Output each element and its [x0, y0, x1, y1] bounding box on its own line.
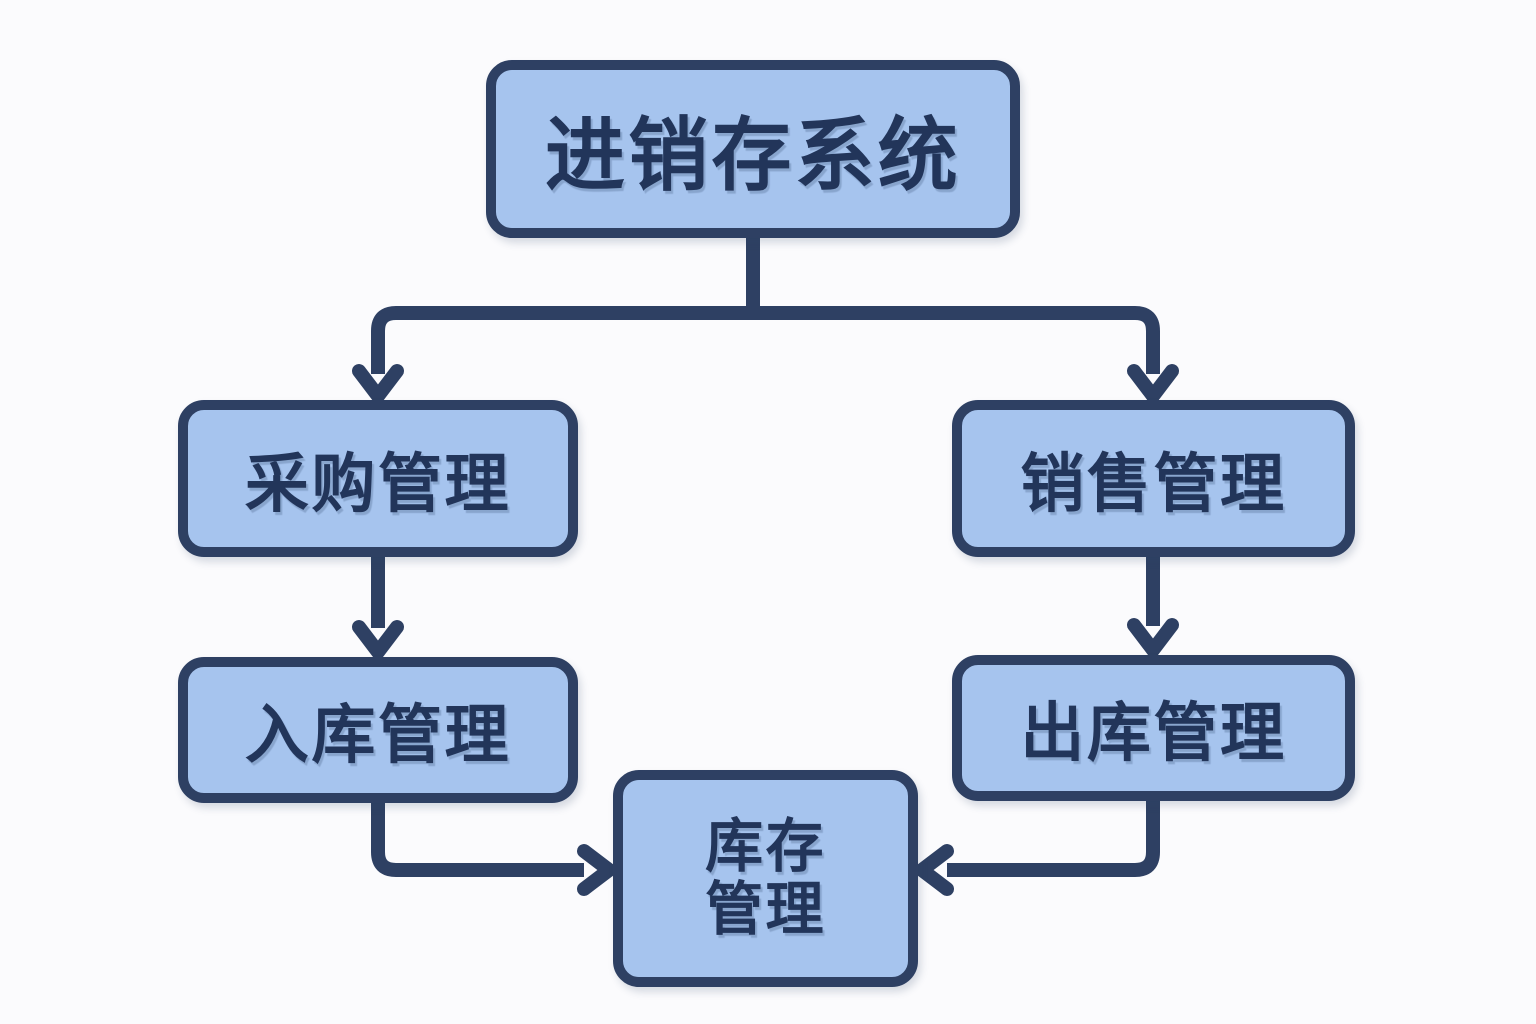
- arrowhead-right-icon: [577, 844, 616, 896]
- arrowhead-down-icon: [1127, 618, 1179, 657]
- arrowhead-down-icon: [352, 364, 404, 403]
- edge-root-split-bar: [371, 306, 1160, 374]
- node-root-label: 进销存系统: [545, 111, 961, 200]
- node-inventory-label-line1: 库存: [705, 813, 826, 879]
- arrowhead-left-icon: [915, 844, 954, 896]
- node-root-system: 进销存系统: [486, 60, 1020, 238]
- node-sales-label: 销售管理: [1020, 447, 1287, 520]
- arrowhead-down-icon: [1127, 364, 1179, 403]
- node-inventory-management: 库存 管理: [613, 770, 918, 987]
- edge-inbound-inventory: [371, 799, 584, 877]
- node-inventory-label-line2: 管理: [705, 876, 826, 942]
- node-outbound-label: 出库管理: [1020, 697, 1287, 769]
- node-purchase-label: 采购管理: [244, 447, 512, 520]
- node-inbound-management: 入库管理: [178, 657, 578, 803]
- edge-outbound-inventory: [947, 797, 1160, 877]
- node-inbound-label: 入库管理: [244, 699, 512, 771]
- node-purchase-management: 采购管理: [178, 400, 578, 557]
- node-inventory-label: 库存 管理: [705, 813, 826, 942]
- node-outbound-management: 出库管理: [952, 655, 1355, 801]
- arrowhead-down-icon: [352, 620, 404, 659]
- node-sales-management: 销售管理: [952, 400, 1355, 557]
